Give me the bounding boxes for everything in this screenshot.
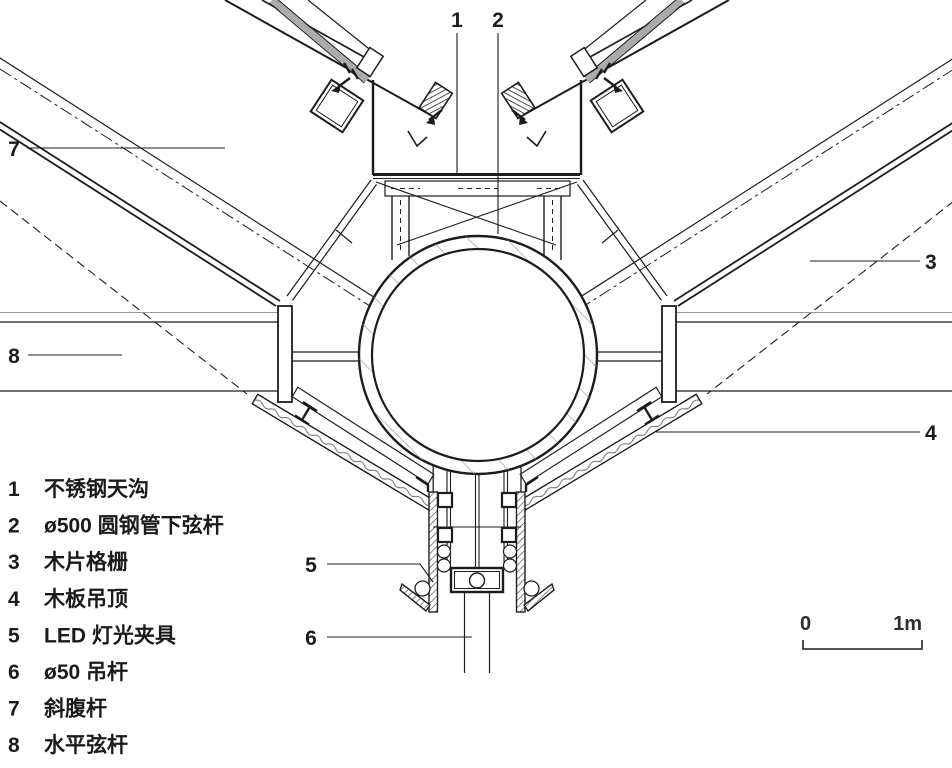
chord-end-plate bbox=[277, 305, 293, 403]
callout-3: 3 bbox=[925, 251, 937, 274]
clip-square bbox=[500, 491, 518, 509]
left-half-structure bbox=[0, 0, 454, 511]
flare-right bbox=[523, 583, 555, 612]
led-roller-right bbox=[523, 580, 540, 597]
main-tube-circle bbox=[357, 234, 599, 476]
hanger-assembly bbox=[399, 491, 555, 673]
callout-7: 7 bbox=[8, 138, 20, 161]
panel-end-arrow bbox=[426, 116, 435, 125]
legend-num: 5 bbox=[8, 624, 20, 647]
callout-2: 2 bbox=[492, 9, 504, 32]
legend-num: 1 bbox=[8, 478, 20, 501]
seam-clamp-box bbox=[355, 46, 385, 78]
purlin-box-inner bbox=[315, 84, 359, 128]
purlin-box-outer bbox=[309, 78, 365, 134]
legend-label: 木板吊顶 bbox=[43, 588, 128, 611]
horizontal-chord bbox=[0, 179, 377, 403]
scale-bar: 0 1m bbox=[800, 613, 923, 650]
legend-num: 3 bbox=[8, 551, 20, 574]
clip-square bbox=[436, 491, 454, 509]
legend-num: 8 bbox=[8, 734, 20, 757]
diagonal-web-member bbox=[0, 57, 431, 343]
gutter-assembly bbox=[373, 173, 580, 260]
grille-dashed-line bbox=[0, 200, 248, 395]
hanger-plate-left bbox=[428, 491, 439, 613]
board-end-clamp bbox=[415, 476, 430, 492]
callout-5: 5 bbox=[305, 554, 317, 577]
legend: 1 不锈钢天沟 2 ø500 圆钢管下弦杆 3 木片格栅 4 木板吊顶 5 LE… bbox=[8, 477, 224, 757]
board-clamp bbox=[294, 400, 318, 426]
clip-square bbox=[436, 526, 454, 544]
panel-end-hatch bbox=[418, 81, 454, 120]
anchor-arrow bbox=[331, 84, 341, 93]
legend-label: 斜腹杆 bbox=[43, 697, 107, 721]
hanger-plate-right bbox=[515, 491, 526, 613]
legend-label: ø50 吊杆 bbox=[44, 661, 128, 684]
callout-leaders bbox=[27, 33, 920, 638]
roof-assembly bbox=[224, 0, 454, 148]
led-roller-left bbox=[414, 580, 431, 597]
callout-4: 4 bbox=[925, 422, 937, 445]
callout-1: 1 bbox=[451, 9, 463, 32]
legend-label: 水平弦杆 bbox=[44, 734, 128, 757]
roof-sheet-gray bbox=[269, 0, 370, 83]
clip-square bbox=[500, 526, 518, 544]
scale-one-label: 1m bbox=[893, 613, 922, 635]
callout-numbers: 1 2 3 4 5 6 7 8 bbox=[8, 9, 937, 650]
legend-label: LED 灯光夹具 bbox=[44, 623, 176, 647]
legend-num: 6 bbox=[8, 661, 20, 684]
scale-zero-label: 0 bbox=[800, 613, 811, 635]
check-mark bbox=[407, 130, 428, 148]
flare-left bbox=[399, 583, 431, 612]
legend-num: 2 bbox=[8, 515, 20, 538]
legend-num: 7 bbox=[8, 698, 20, 721]
ceiling-boards bbox=[251, 386, 435, 511]
legend-num: 4 bbox=[8, 588, 20, 611]
scale-bar-line bbox=[802, 640, 923, 650]
callout-8: 8 bbox=[8, 345, 20, 368]
legend-label: ø500 圆钢管下弦杆 bbox=[44, 514, 224, 538]
legend-label: 不锈钢天沟 bbox=[44, 477, 149, 501]
wood-board bbox=[251, 393, 435, 511]
callout-6: 6 bbox=[305, 627, 317, 650]
legend-label: 木片格栅 bbox=[43, 550, 128, 574]
